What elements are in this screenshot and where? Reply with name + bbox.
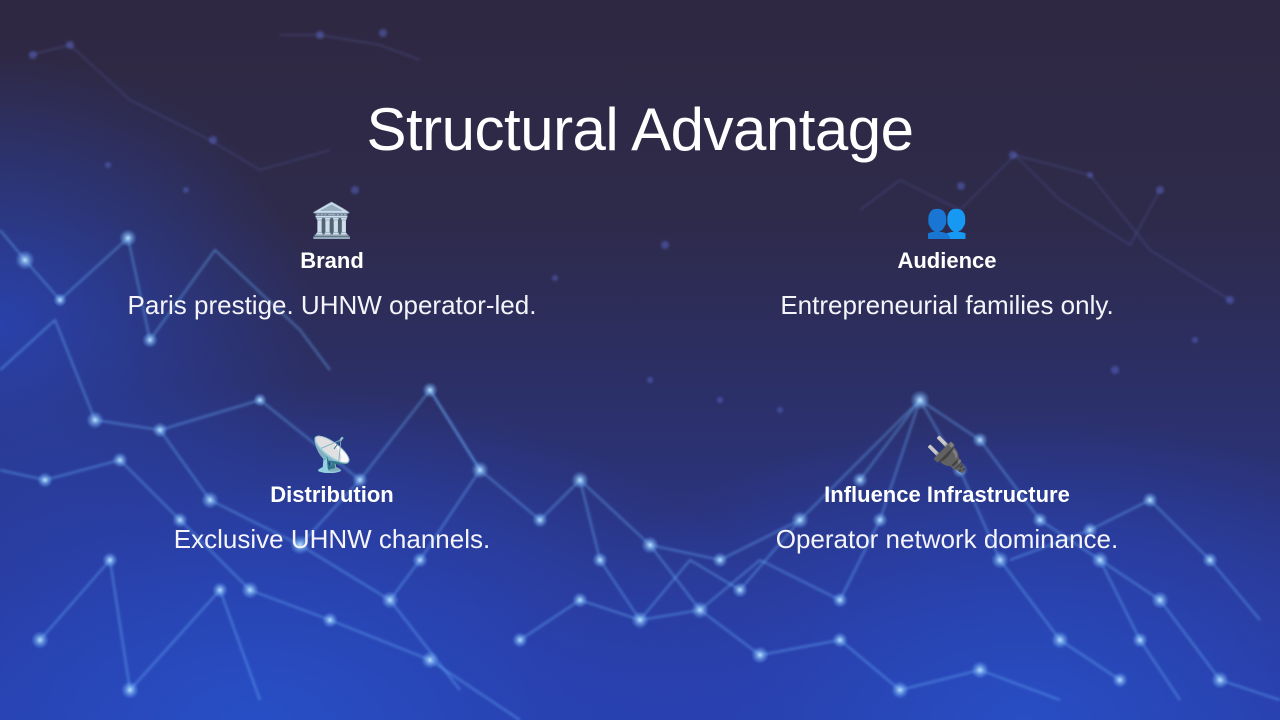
card-heading: Brand [300, 248, 364, 273]
classical-building-icon: 🏛️ [310, 201, 354, 241]
card-heading: Influence Infrastructure [824, 482, 1070, 507]
card-heading: Audience [897, 248, 997, 273]
card-description: Operator network dominance. [775, 524, 1119, 554]
advantage-card-distribution: 📡 Distribution Exclusive UHNW channels. [52, 434, 612, 556]
card-description: Exclusive UHNW channels. [173, 524, 491, 554]
slide-title: Structural Advantage [366, 96, 914, 164]
electric-plug-icon: 🔌 [925, 435, 969, 475]
busts-in-silhouette-icon: 👥 [925, 201, 969, 241]
card-description: Paris prestige. UHNW operator-led. [127, 290, 537, 320]
card-heading: Distribution [270, 482, 394, 507]
satellite-antenna-icon: 📡 [310, 435, 354, 475]
advantage-card-influence-infrastructure: 🔌 Influence Infrastructure Operator netw… [667, 434, 1227, 556]
advantage-card-brand: 🏛️ Brand Paris prestige. UHNW operator-l… [52, 200, 612, 322]
card-description: Entrepreneurial families only. [780, 290, 1114, 320]
advantage-card-audience: 👥 Audience Entrepreneurial families only… [667, 200, 1227, 322]
